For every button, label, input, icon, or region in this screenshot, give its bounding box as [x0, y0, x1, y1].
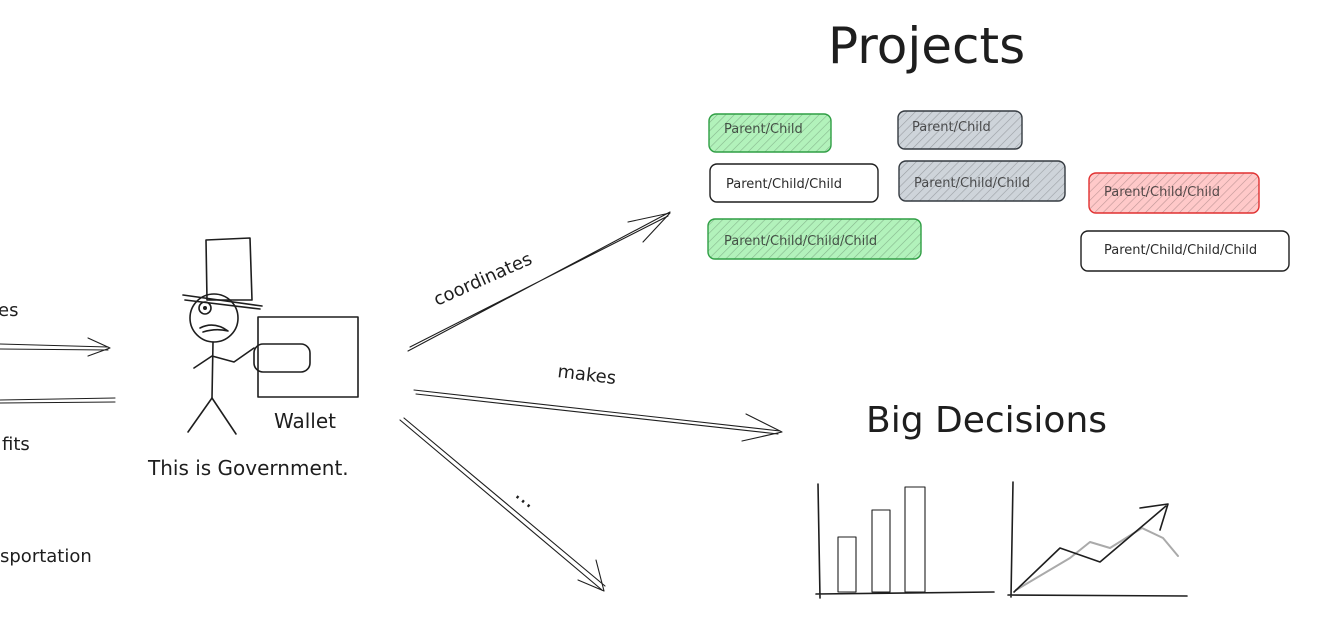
projects-title: Projects	[828, 17, 1025, 75]
left-label-1: es	[0, 300, 18, 321]
project-box[interactable]: Parent/Child	[708, 113, 832, 153]
left-line-2	[0, 397, 116, 404]
coordinates-label: coordinates	[430, 249, 535, 311]
project-box-label: Parent/Child/Child/Child	[1104, 243, 1257, 258]
government-figure	[182, 237, 263, 435]
project-box-label: Parent/Child/Child	[914, 176, 1030, 191]
makes-label: makes	[556, 361, 617, 389]
bar-chart-sketch	[815, 483, 995, 599]
figure-caption: This is Government.	[147, 456, 349, 480]
wallet-label: Wallet	[274, 409, 336, 433]
project-box-label: Parent/Child/Child/Child	[724, 234, 877, 249]
project-box-label: Parent/Child	[912, 120, 991, 135]
more-label: ...	[510, 481, 542, 514]
project-box[interactable]: Parent/Child/Child	[709, 163, 879, 203]
left-arrow-1	[0, 337, 111, 357]
big-decisions-title: Big Decisions	[866, 400, 1107, 441]
wallet-icon	[253, 316, 359, 398]
project-box[interactable]: Parent/Child	[897, 110, 1023, 150]
project-box[interactable]: Parent/Child/Child/Child	[707, 218, 922, 260]
project-box-label: Parent/Child/Child	[1104, 185, 1220, 200]
project-box[interactable]: Parent/Child/Child/Child	[1080, 230, 1290, 272]
line-chart-sketch	[1007, 481, 1188, 598]
project-box-label: Parent/Child	[724, 122, 803, 137]
left-label-2: fits	[2, 434, 30, 455]
makes-arrow	[413, 389, 783, 442]
project-box[interactable]: Parent/Child/Child	[898, 160, 1066, 202]
project-box[interactable]: Parent/Child/Child	[1088, 172, 1260, 214]
project-box-label: Parent/Child/Child	[726, 177, 842, 192]
left-label-3: sportation	[0, 546, 92, 567]
coordinates-arrow	[407, 211, 671, 352]
more-arrow	[399, 417, 606, 592]
